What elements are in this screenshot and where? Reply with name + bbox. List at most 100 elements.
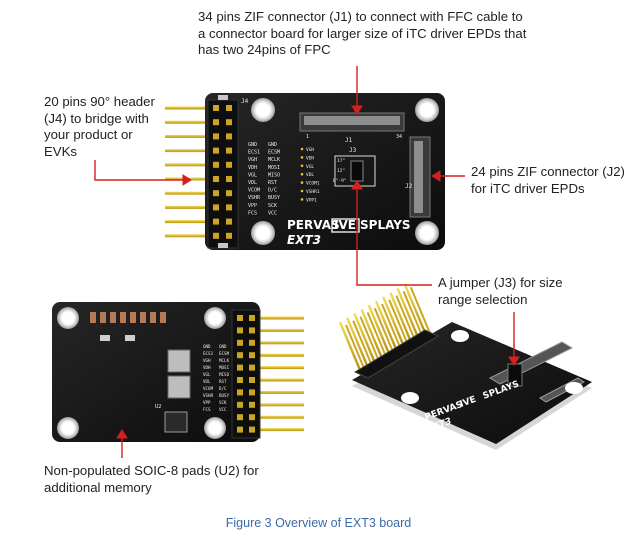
silk-pin-label: D/C xyxy=(219,386,227,391)
header-socket xyxy=(213,161,219,168)
header-pin xyxy=(258,316,304,320)
silk-pin-label: ECSM xyxy=(219,351,230,356)
header-pin xyxy=(165,191,209,195)
header-pin xyxy=(388,299,411,349)
silk-pin-label: ECS1 xyxy=(248,150,260,156)
mount-hole xyxy=(451,330,469,342)
header-socket xyxy=(226,218,232,225)
header-pin xyxy=(367,304,390,354)
mount-hole xyxy=(57,307,79,329)
header-socket xyxy=(249,327,255,334)
silk-pin-label: VGH xyxy=(203,358,211,363)
header-pin xyxy=(165,234,209,238)
silk-pin-label: VPP xyxy=(203,400,211,405)
header-socket xyxy=(249,339,255,346)
silk-pin-label: MOSI xyxy=(219,365,230,370)
header-pin xyxy=(366,312,389,361)
header-socket xyxy=(226,190,232,197)
silk-pin-label: VSHR xyxy=(248,195,261,201)
test-point xyxy=(300,147,304,151)
test-point xyxy=(300,172,304,176)
mount-hole xyxy=(251,98,275,122)
header-socket xyxy=(213,119,219,126)
br-pcb xyxy=(352,322,592,444)
j1-slot xyxy=(304,116,400,125)
header-socket xyxy=(237,401,243,408)
soic-pads xyxy=(164,411,188,433)
header-socket xyxy=(226,119,232,126)
header-pin xyxy=(374,300,398,350)
resistor xyxy=(120,312,126,323)
silk-pin-label: VDH xyxy=(203,365,211,370)
header-pin xyxy=(165,120,209,124)
silk-u2-mark: U2 xyxy=(155,404,162,410)
header-pin xyxy=(165,106,209,110)
header-pin xyxy=(258,353,304,357)
arrow-j2-head xyxy=(431,170,441,182)
arrow-j3-3d-head xyxy=(508,356,520,366)
header-pin xyxy=(403,283,426,333)
header-pin xyxy=(395,295,418,344)
figure-caption: Figure 3 Overview of EXT3 board xyxy=(225,516,412,530)
silk-pin-label: RST xyxy=(219,379,227,384)
silk-pin-label: GND xyxy=(219,344,227,349)
header-pin xyxy=(345,324,367,374)
silk-pin-label: VSHR xyxy=(203,393,214,398)
header-socket xyxy=(249,364,255,371)
resistor xyxy=(110,312,116,323)
silk-j2-label: VPP1 xyxy=(306,197,317,203)
silk-pin-label: MISO xyxy=(219,372,230,377)
silk-j2-label: VSHR1 xyxy=(306,189,320,195)
brand-right: SPLAYS xyxy=(360,218,411,232)
header-pin xyxy=(165,134,209,138)
resistor xyxy=(90,312,96,323)
header-socket xyxy=(213,176,219,182)
header-pin xyxy=(396,287,419,337)
arrow-j1-head xyxy=(351,105,363,115)
callout-arrows xyxy=(94,66,520,458)
header-pin xyxy=(409,286,432,336)
test-point xyxy=(300,181,304,184)
resistor xyxy=(160,312,166,323)
silk-pin-label: MCLK xyxy=(268,157,280,163)
silk-pin-label: GND xyxy=(248,142,257,148)
silk-pin-label: ECSM xyxy=(268,150,280,156)
arrow-j3-head xyxy=(351,180,363,190)
silk-pin-label: VCOM xyxy=(203,386,214,391)
header-pin xyxy=(165,205,209,209)
silk-pin-label: SCK xyxy=(268,203,277,209)
header-pin xyxy=(165,149,209,153)
header-socket xyxy=(237,327,243,334)
silk-pin-label: RST xyxy=(268,180,277,186)
mount-hole xyxy=(57,417,79,439)
arrow-j4 xyxy=(94,160,185,181)
silk-pin-label: VPP xyxy=(248,203,257,209)
header-socket xyxy=(213,133,219,140)
header-pin xyxy=(346,317,369,367)
brand-mid: IVE xyxy=(334,218,356,232)
header-pin xyxy=(258,328,304,332)
test-point xyxy=(300,189,304,193)
silk-pin-label: VGL xyxy=(203,372,211,377)
header-pin xyxy=(352,320,375,370)
header-pin xyxy=(258,366,304,370)
header-pin xyxy=(381,303,403,353)
silk-j2-label: VCOM1 xyxy=(306,181,320,187)
mount-hole xyxy=(401,392,419,404)
callout-j2-text: 24 pins ZIF connector (J2) for iTC drive… xyxy=(471,164,625,196)
header-socket xyxy=(213,204,219,211)
silk-pin-label: VDL xyxy=(248,180,257,186)
power-component xyxy=(167,375,191,399)
silk-pin-label: SCK xyxy=(219,400,227,405)
silk-pin-label: MOSI xyxy=(268,165,280,171)
header-socket xyxy=(226,232,232,239)
header-socket xyxy=(226,176,232,182)
silk-pin-label: BUSY xyxy=(268,195,280,201)
silk-j1-pin34: 34 xyxy=(396,134,402,140)
header-pin xyxy=(359,316,382,365)
mount-hole xyxy=(204,307,226,329)
bl-header-block xyxy=(231,309,261,439)
